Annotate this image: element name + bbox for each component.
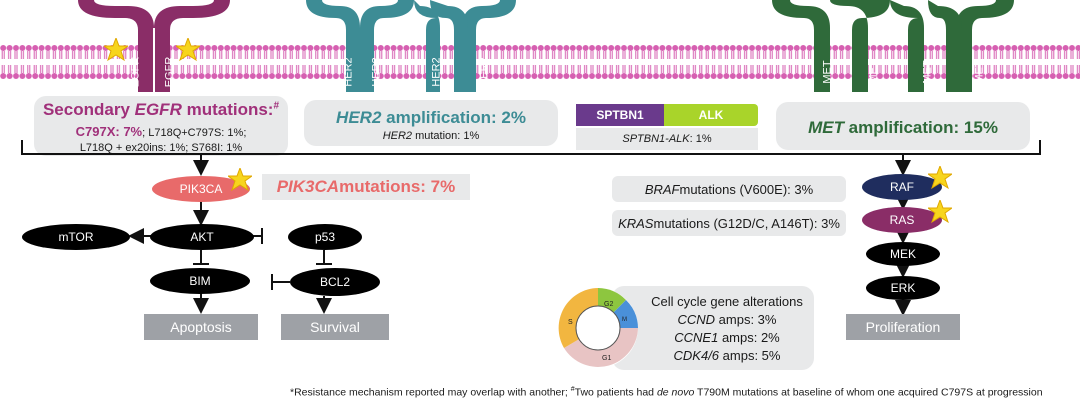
alk-segment: ALK	[664, 104, 758, 126]
mtor-node: mTOR	[22, 224, 130, 250]
her2-receptor-array	[306, 0, 516, 92]
bcl2-node: BCL2	[290, 268, 380, 296]
cell-membrane	[0, 44, 1080, 80]
cell-cycle-wheel: G2 M G1 S	[558, 288, 638, 368]
egfr-receptor-dimer	[78, 0, 230, 92]
mutation-star-icon	[928, 200, 952, 224]
egfr-mutations-box	[34, 96, 288, 156]
ccne1-amps: CCNE1 amps: 2%	[674, 330, 780, 345]
akt-node: AKT	[150, 224, 254, 250]
p53-node: p53	[288, 224, 362, 250]
cdk46-amps: CDK4/6 amps: 5%	[673, 348, 781, 363]
cell-cycle-title: Cell cycle gene alterations	[651, 294, 803, 309]
erk-node: ERK	[866, 276, 940, 300]
g1-label: G1	[602, 355, 611, 362]
braf-mutations-box: BRAF mutations (V600E): 3%	[612, 176, 846, 202]
met-receptor-array	[772, 0, 1014, 92]
sptbn1-segment: SPTBN1	[576, 104, 664, 126]
pik3ca-mutations-label: PIK3CA mutations: 7%	[262, 174, 470, 200]
ccnd-amps: CCND amps: 3%	[677, 312, 777, 327]
her2-mutation-text: HER2 mutation: 1%	[382, 130, 480, 142]
mutation-star-icon	[928, 166, 952, 190]
egfr-mutations-line1: C797X: 7%; L718Q+C797S: 1%;	[75, 124, 247, 139]
egfr-mutations-title: Secondary EGFR mutations:#	[42, 100, 280, 119]
kras-mutations-box: KRAS mutations (G12D/C, A146T): 3%	[612, 210, 846, 236]
bim-node: BIM	[150, 268, 250, 294]
ras-node: RAS	[862, 207, 942, 233]
footnote: *Resistance mechanism reported may overl…	[290, 386, 1043, 399]
g2-label: G2	[604, 301, 613, 308]
her2-box	[304, 100, 558, 146]
survival-outcome: Survival	[281, 314, 389, 340]
her2-amplification-title: HER2 amplification: 2%	[336, 108, 526, 127]
cell-cycle-box	[612, 286, 814, 370]
raf-node: RAF	[862, 174, 942, 200]
sptbn1-alk-caption: SPTBN1-ALK: 1%	[576, 128, 758, 150]
mutation-star-icon	[104, 38, 128, 62]
s-label: S	[568, 319, 573, 326]
met-box	[776, 102, 1030, 150]
egfr-mutations-line2: L718Q + ex20ins: 1%; S768I: 1%	[79, 142, 243, 154]
m-label: M	[622, 317, 627, 323]
proliferation-outcome: Proliferation	[846, 314, 960, 340]
mek-node: MEK	[866, 242, 940, 266]
pik3ca-node-label: PIK3CA	[179, 182, 223, 196]
mutation-star-icon	[228, 168, 252, 192]
met-amplification-title: MET amplification: 15%	[808, 118, 998, 137]
mutation-star-icon	[176, 38, 200, 62]
apoptosis-outcome: Apoptosis	[144, 314, 258, 340]
